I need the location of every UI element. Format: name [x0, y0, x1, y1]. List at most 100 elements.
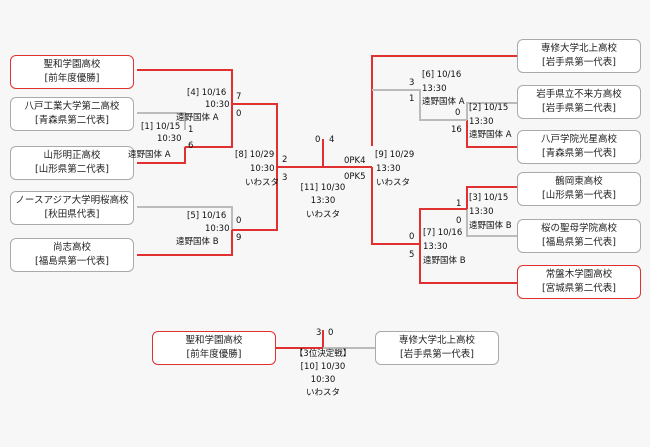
team-name: 常盤木学園高校: [545, 269, 613, 280]
team-seed: [前年度優勝]: [186, 349, 242, 360]
pk-score: 0PK4: [344, 156, 366, 166]
pk-score: 0PK5: [344, 172, 366, 182]
match-label: [2] 10/15: [469, 103, 509, 113]
line-m9-winner: [322, 139, 372, 168]
match-time: 13:30: [310, 196, 336, 206]
score: 6: [188, 141, 194, 151]
match-label: [11] 10/30: [300, 183, 346, 193]
team-name: 聖和学園高校: [43, 59, 101, 70]
team-seed: [福島県第二代表]: [542, 237, 616, 248]
line-R5: [466, 209, 517, 237]
team-box: 常盤木学園高校 [宮城県第二代表]: [517, 265, 641, 299]
score: 0: [236, 216, 242, 226]
match-venue: いわスタ: [305, 388, 340, 398]
line-R2: [466, 102, 517, 120]
team-box: 岩手県立不来方高校 [岩手県第二代表]: [517, 85, 641, 119]
team-seed: [福島県第一代表]: [35, 256, 109, 267]
score: 0: [456, 216, 462, 226]
score: 2: [282, 155, 288, 165]
team-name: 桜の聖母学院高校: [540, 223, 617, 234]
team-box: 専修大学北上高校 [岩手県第一代表]: [375, 331, 499, 365]
match-label: [9] 10/29: [375, 150, 415, 160]
score: 9: [236, 233, 242, 243]
match-time: 13:30: [469, 207, 494, 217]
team-name: 専修大学北上高校: [398, 335, 475, 346]
team-box: 八戸学院光星高校 [青森県第一代表]: [517, 130, 641, 164]
team-seed: [前年度優勝]: [44, 73, 100, 84]
line-L5: [137, 230, 233, 256]
line-L1: [137, 69, 233, 104]
match-time: 13:30: [469, 117, 494, 127]
team-name: ノースアジア大学明桜高校: [15, 195, 129, 206]
team-box: 桜の聖母学院高校 [福島県第二代表]: [517, 219, 641, 253]
line-L2: [137, 112, 186, 130]
match-venue: 遠野国体 B: [176, 237, 219, 247]
team-name: 八戸学院光星高校: [540, 134, 617, 145]
match-label: [8] 10/29: [235, 150, 275, 160]
match-label: [3] 10/15: [469, 193, 509, 203]
score: 16: [451, 125, 462, 135]
line-m3-winner: [419, 208, 467, 244]
team-seed: [青森県第一代表]: [542, 148, 616, 159]
team-name: 山形明正高校: [43, 150, 101, 161]
team-box: ノースアジア大学明桜高校 [秋田県代表]: [10, 191, 134, 225]
line-L4: [137, 206, 233, 230]
match-label: [6] 10/16: [422, 70, 462, 80]
score: 4: [329, 135, 335, 145]
team-name: 鶴岡東高校: [555, 176, 603, 187]
match-label: [1] 10/15: [141, 122, 181, 132]
line-L3: [137, 147, 186, 164]
match-venue: 遠野国体 A: [128, 150, 171, 160]
line-R4: [466, 186, 517, 209]
match-time: 10:30: [250, 164, 275, 174]
score: 1: [188, 125, 194, 135]
line-m7-winner: [371, 167, 420, 245]
line-m5-winner: [232, 167, 278, 231]
team-box: 山形明正高校 [山形県第二代表]: [10, 146, 134, 180]
match-venue: 遠野国体 B: [469, 221, 512, 231]
match-label: [5] 10/16: [187, 211, 227, 221]
score: 0: [236, 109, 242, 119]
match-venue: いわスタ: [245, 178, 280, 188]
line-R1: [371, 55, 517, 146]
match-time: 10:30: [205, 100, 230, 110]
match-venue: 遠野国体 A: [422, 97, 465, 107]
match-label: [10] 10/30: [300, 362, 346, 372]
match-time: 10:30: [205, 224, 230, 234]
team-box: 八戸工業大学第二高校 [青森県第二代表]: [10, 97, 134, 131]
team-box: 鶴岡東高校 [山形県第一代表]: [517, 172, 641, 206]
team-seed: [宮城県第二代表]: [542, 283, 616, 294]
match-time: 13:30: [376, 164, 401, 174]
team-box: 専修大学北上高校 [岩手県第一代表]: [517, 39, 641, 73]
match-time: 10:30: [157, 134, 182, 144]
match-venue: 遠野国体 B: [423, 256, 466, 266]
team-box: 聖和学園高校 [前年度優勝]: [152, 331, 276, 365]
team-name: 専修大学北上高校: [540, 43, 617, 54]
score: 0: [455, 108, 461, 118]
score: 3: [316, 328, 322, 338]
team-seed: [岩手県第一代表]: [400, 349, 474, 360]
match-venue: いわスタ: [376, 178, 411, 188]
score: 7: [236, 92, 242, 102]
team-name: 聖和学園高校: [185, 335, 243, 346]
score: 0: [328, 328, 334, 338]
line-R3: [466, 120, 517, 148]
team-box: 尚志高校 [福島県第一代表]: [10, 238, 134, 272]
score: 1: [456, 199, 462, 209]
match-venue: 遠野国体 A: [469, 130, 512, 140]
team-seed: [青森県第二代表]: [35, 115, 109, 126]
line-R6: [419, 244, 517, 284]
team-name: 八戸工業大学第二高校: [24, 101, 120, 112]
match-time: 10:30: [310, 375, 336, 385]
score: 5: [409, 250, 415, 260]
team-box: 聖和学園高校 [前年度優勝]: [10, 55, 134, 89]
score: 0: [315, 135, 321, 145]
third-place-caption: 【3位決定戦】: [294, 349, 352, 359]
team-name: 尚志高校: [52, 242, 91, 253]
match-time: 13:30: [423, 242, 448, 252]
score: 0: [409, 232, 415, 242]
score: 1: [409, 94, 415, 104]
match-venue: いわスタ: [305, 210, 340, 220]
